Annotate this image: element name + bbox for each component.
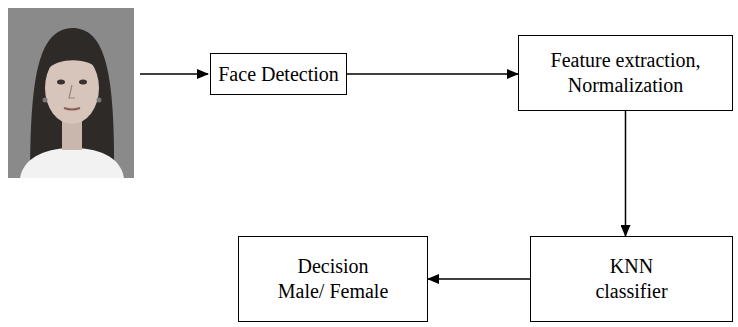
decision-box: Decision Male/ Female — [238, 236, 428, 322]
process-box: Feature extraction, Normalization — [518, 35, 733, 111]
box-label: Face Detection — [218, 62, 339, 87]
shirt — [20, 148, 124, 178]
earring — [43, 98, 48, 103]
photo-background — [8, 8, 134, 178]
process-box: Face Detection — [210, 53, 347, 95]
nose — [69, 85, 75, 98]
input-arrow — [140, 73, 208, 75]
flow-arrow — [625, 111, 627, 236]
classifier-box: KNN classifier — [530, 236, 733, 322]
earring — [97, 98, 102, 103]
box-label: KNN classifier — [582, 254, 682, 304]
fringe — [46, 45, 99, 70]
box-label: Feature extraction, Normalization — [531, 48, 721, 98]
mouth — [64, 108, 80, 110]
box-label: Decision Male/ Female — [273, 254, 393, 304]
eye — [79, 80, 87, 85]
flow-arrow — [428, 278, 530, 280]
eye — [57, 80, 65, 85]
flow-arrow — [347, 73, 518, 75]
